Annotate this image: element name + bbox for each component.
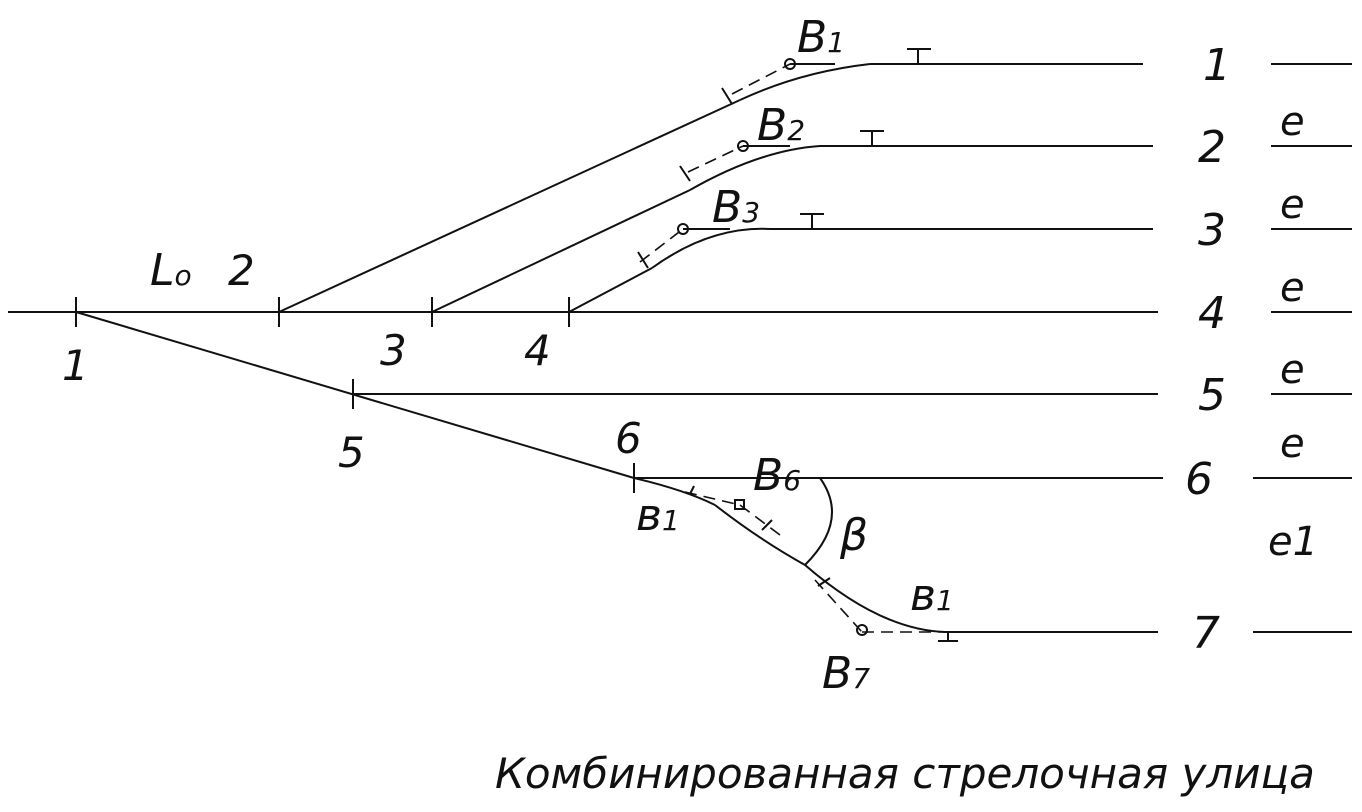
track-number-4: 4 <box>1198 288 1226 339</box>
upper-diagonal-line-2 <box>431 189 691 313</box>
track-2-curve <box>689 145 821 191</box>
curve-label-1: в1 <box>636 490 680 541</box>
switch-number-2: 2 <box>228 246 255 295</box>
base-length-label: Lo <box>150 245 192 296</box>
angle-beta-arc <box>804 477 833 566</box>
track-3-tick-b <box>637 251 649 269</box>
track-number-6: 6 <box>1185 454 1213 505</box>
track-3-curve <box>651 227 771 269</box>
point-label-b6: B6 <box>753 450 801 501</box>
spacing-label-2: e <box>1280 182 1305 228</box>
upper-diagonal-line-3 <box>568 267 653 313</box>
track-7-dashed-tangent-d <box>814 579 863 633</box>
track-6-dashed-tangent-d <box>739 504 781 536</box>
point-label-b7: B7 <box>822 648 870 699</box>
switch-number-3: 3 <box>380 326 407 375</box>
spacing-label-4: e <box>1280 347 1305 393</box>
track-2-tick-b <box>679 165 691 182</box>
spacing-label-1: e <box>1280 99 1305 145</box>
track-number-7: 7 <box>1192 608 1220 659</box>
point-label-b2: B2 <box>757 100 805 151</box>
track-6-tick-b <box>761 519 773 531</box>
switch-number-1: 1 <box>62 341 89 390</box>
track-number-5: 5 <box>1198 370 1226 421</box>
track-number-1: 1 <box>1203 40 1231 91</box>
point-label-b3: B3 <box>712 182 760 233</box>
track-6-dashed-tangent-h <box>684 491 741 506</box>
track-7-curve-lower <box>804 564 946 633</box>
spacing-label-5: e <box>1280 421 1305 467</box>
track-1-tick-b <box>721 87 733 105</box>
track-7-curve-upper <box>633 477 716 506</box>
diagram-caption: Комбинированная стрелочная улица <box>495 749 1315 798</box>
point-b2-circle <box>737 140 749 152</box>
switch-number-6: 6 <box>615 414 642 463</box>
track-number-3: 3 <box>1198 205 1226 256</box>
switch-number-5: 5 <box>338 428 365 477</box>
track-7-curve-mid <box>714 504 806 566</box>
point-b3-circle <box>677 223 689 235</box>
point-b6-square <box>734 499 745 510</box>
curve-label-2: в1 <box>910 570 954 621</box>
track-1-curve <box>739 63 871 101</box>
point-b7-circle <box>856 624 868 636</box>
track-7-tick-b <box>817 577 831 587</box>
track-3-dashed-tangent <box>639 228 684 263</box>
track-number-2: 2 <box>1198 122 1226 173</box>
point-label-b1: B1 <box>797 12 845 63</box>
track-2-dashed-tangent <box>687 145 744 173</box>
track-6-tick-c <box>689 485 695 495</box>
point-b1-circle <box>784 58 796 70</box>
spacing-label-3: e <box>1280 265 1305 311</box>
spacing-label-6: e1 <box>1268 519 1318 565</box>
switch-number-4: 4 <box>524 326 551 375</box>
upper-diagonal-line-1 <box>278 99 741 313</box>
track-1-dashed-tangent <box>731 63 791 95</box>
angle-label: β <box>839 510 868 561</box>
